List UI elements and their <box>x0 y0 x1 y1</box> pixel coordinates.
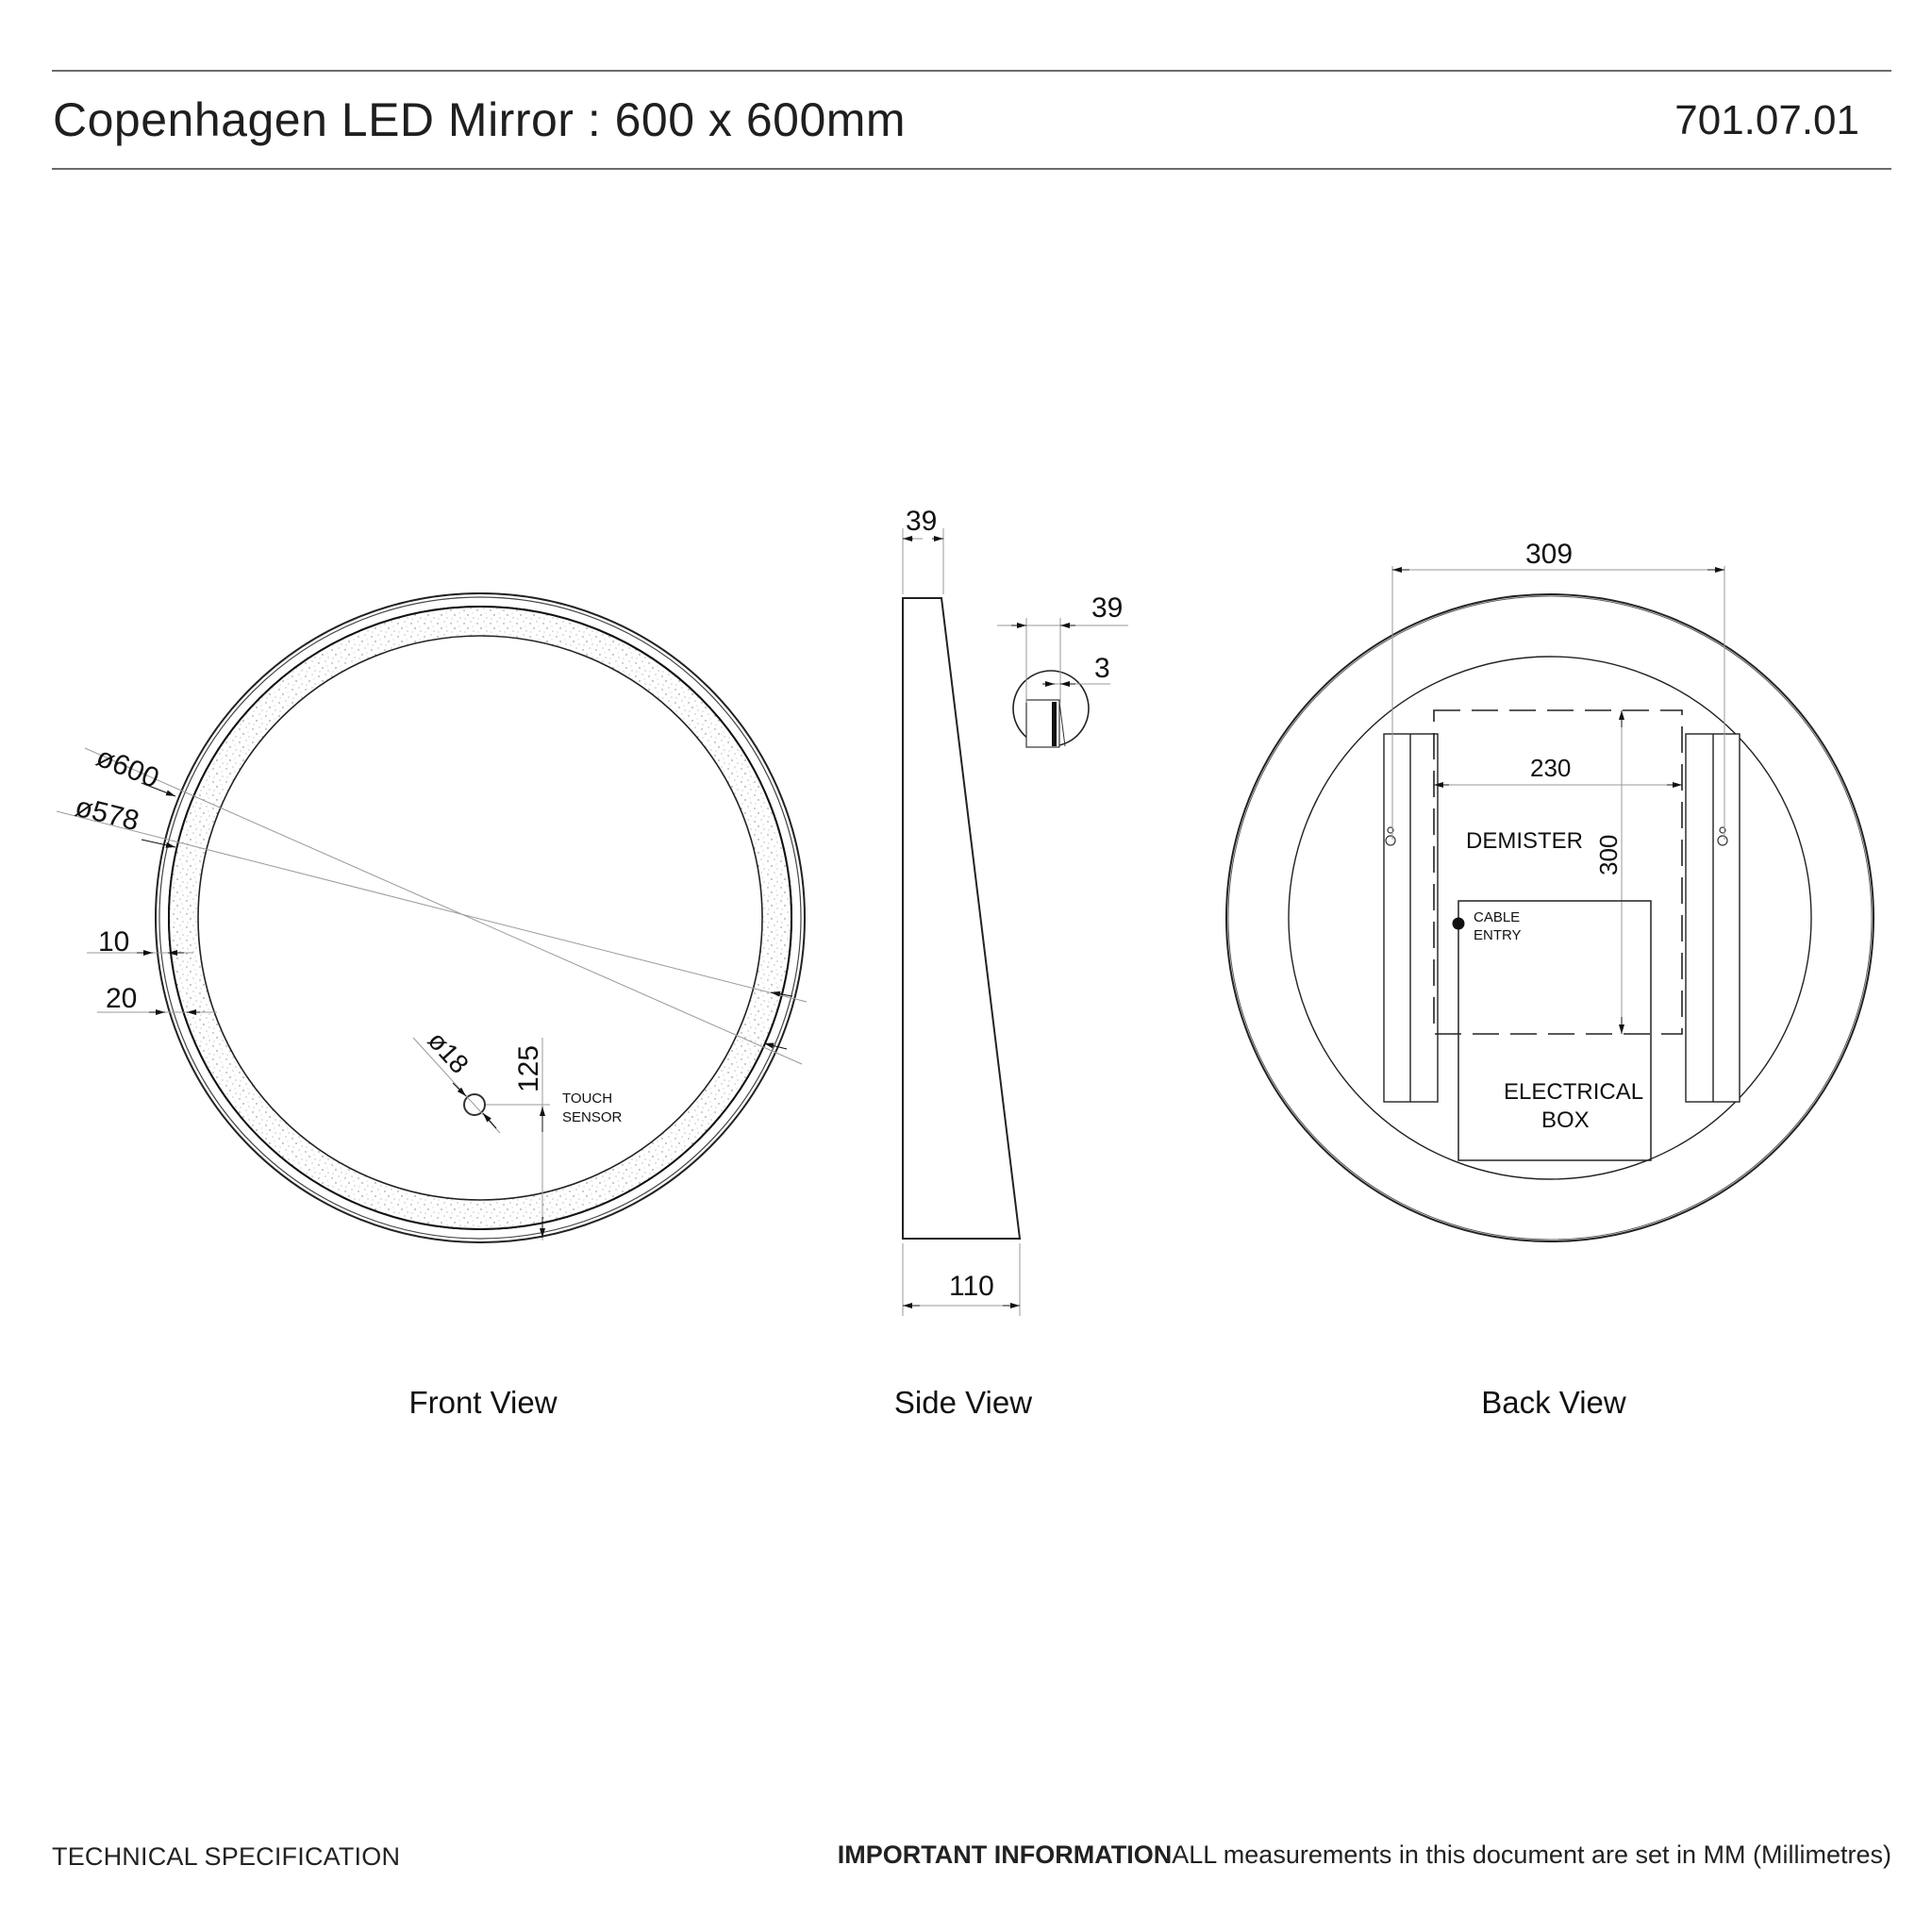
dim-outer-diameter: ø600 <box>92 741 163 794</box>
cable-entry-label-2: ENTRY <box>1474 927 1522 943</box>
dim-frame-inset: 10 <box>98 926 129 958</box>
electrical-box-label-2: BOX <box>1541 1108 1590 1133</box>
cable-entry-label-1: CABLE <box>1474 909 1520 925</box>
back-view-label: Back View <box>1481 1385 1626 1420</box>
back-view-drawing: 309 230 300 DEMISTER CABLE ENTRY ELECTRI… <box>1225 539 1874 1242</box>
dim-detail-depth: 39 <box>1091 592 1123 624</box>
electrical-box-label-1: ELECTRICAL <box>1504 1079 1643 1105</box>
keyhole-icon-right <box>1717 826 1728 846</box>
important-info-text: ALL measurements in this document are se… <box>1172 1840 1891 1869</box>
dim-demister-width: 230 <box>1530 754 1571 782</box>
footer-important-info: IMPORTANT INFORMATIONALL measurements in… <box>838 1840 1891 1870</box>
header-top-rule <box>52 70 1891 72</box>
footer-technical-spec: TECHNICAL SPECIFICATION <box>52 1842 401 1871</box>
dim-led-band: 20 <box>106 983 137 1014</box>
touch-sensor-label-2: SENSOR <box>562 1109 623 1125</box>
front-view-label: Front View <box>408 1385 558 1420</box>
front-view-drawing: ø600 ø578 10 20 ø18 125 TOUCH SENSOR <box>56 592 808 1243</box>
page-title: Copenhagen LED Mirror : 600 x 600mm <box>53 93 907 146</box>
dim-sensor-diameter: ø18 <box>423 1025 475 1079</box>
demister-label: DEMISTER <box>1466 828 1583 854</box>
dim-top-depth: 39 <box>906 506 937 537</box>
header-bottom-rule <box>52 168 1891 170</box>
side-view-label: Side View <box>893 1385 1033 1420</box>
important-info-label: IMPORTANT INFORMATION <box>837 1840 1173 1869</box>
dim-bottom-depth: 110 <box>949 1271 994 1302</box>
touch-sensor-icon <box>463 1093 486 1116</box>
dim-demister-height: 300 <box>1594 835 1623 875</box>
dim-bracket-span: 309 <box>1525 539 1573 570</box>
dim-detail-glass: 3 <box>1094 653 1110 684</box>
side-view-drawing: 39 110 39 3 <box>902 506 1128 1316</box>
touch-sensor-label-1: TOUCH <box>562 1091 612 1107</box>
dim-sensor-offset: 125 <box>513 1045 544 1092</box>
cable-entry-icon <box>1452 917 1465 930</box>
dim-inner-diameter: ø578 <box>72 791 142 838</box>
product-code: 701.07.01 <box>1674 97 1859 143</box>
